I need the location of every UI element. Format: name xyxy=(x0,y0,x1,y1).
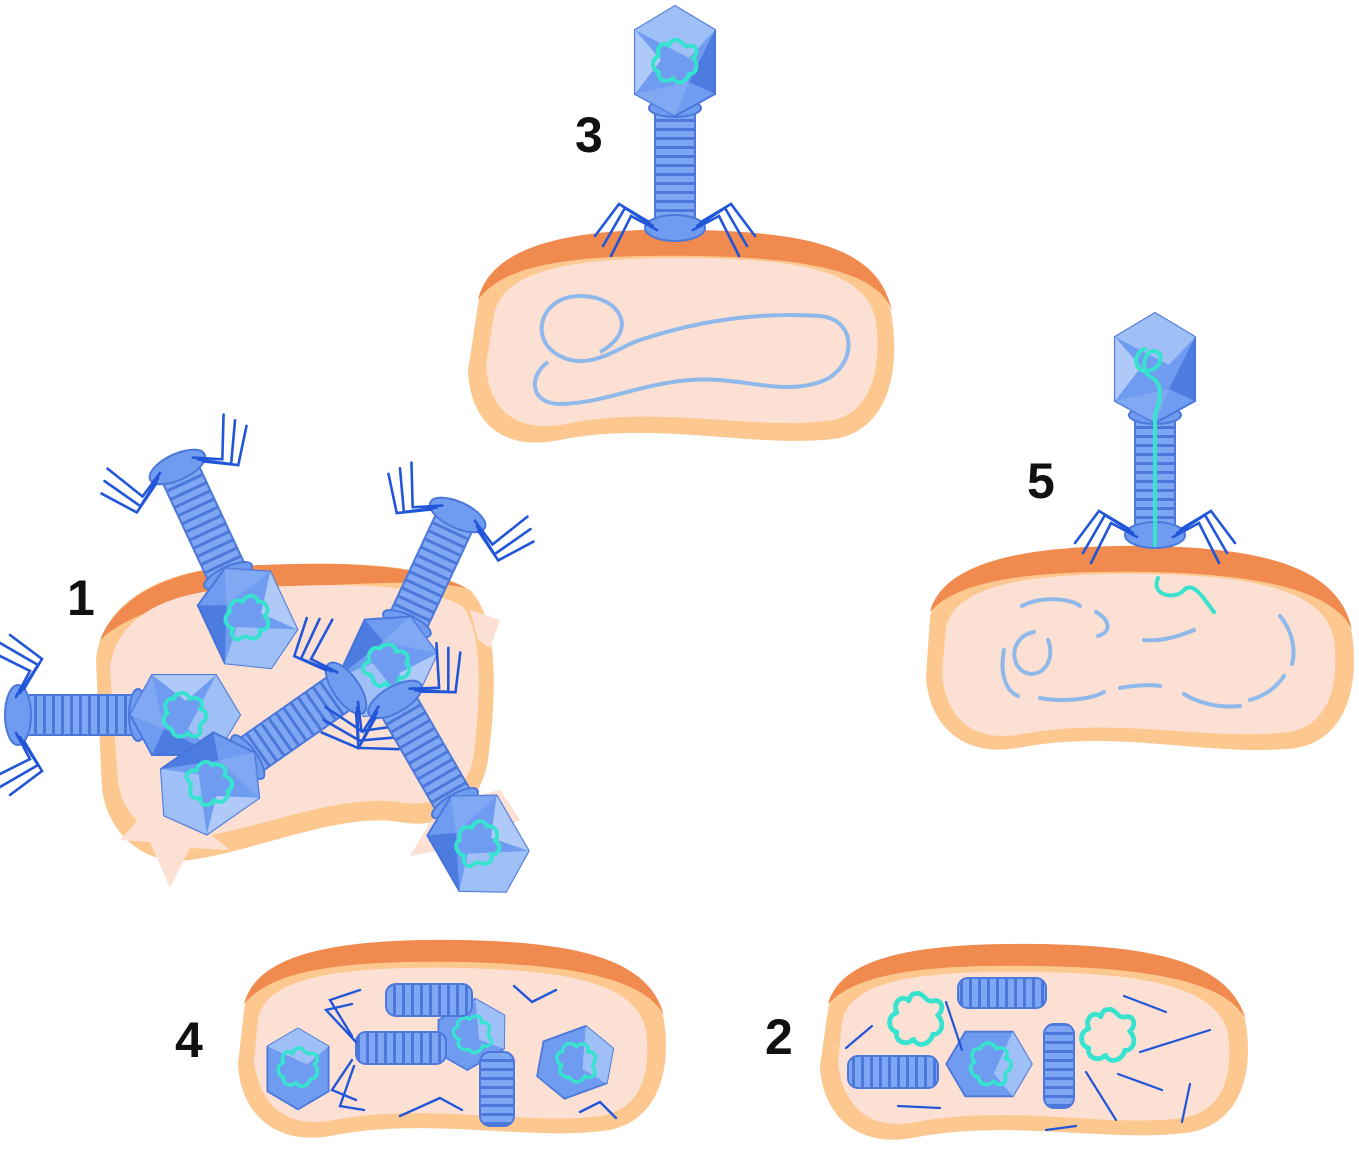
bacterium-cell-icon xyxy=(820,943,1248,1140)
phage-tail xyxy=(1043,1023,1075,1109)
host-dna-loop xyxy=(532,293,851,407)
step-2-synthesis: 2 xyxy=(765,943,1248,1140)
phage-tail xyxy=(847,1055,939,1089)
phage-head xyxy=(536,1024,615,1100)
phage-tail xyxy=(385,983,473,1017)
step-label-1: 1 xyxy=(67,570,95,626)
tail-fibers xyxy=(844,994,1212,1132)
step-label-2: 2 xyxy=(765,1009,793,1065)
step-3-attachment: 3 xyxy=(468,4,895,443)
bacteriophage-icon xyxy=(1073,311,1237,565)
fragmented-host-dna xyxy=(1000,597,1296,709)
phage-tail xyxy=(355,1031,447,1065)
step-1-lysis: 1 xyxy=(0,406,577,933)
step-4-assembly: 4 xyxy=(175,939,666,1138)
step-label-5: 5 xyxy=(1027,453,1055,509)
bacteriophage-icon xyxy=(593,4,757,258)
phage-tail xyxy=(957,977,1047,1009)
step-label-3: 3 xyxy=(575,107,603,163)
burst-fragment xyxy=(470,610,500,648)
step-5-penetration: 5 xyxy=(926,311,1354,751)
burst-fragment xyxy=(120,818,230,888)
tail-fibers xyxy=(323,984,618,1120)
injected-phage-dna xyxy=(1154,576,1216,614)
bacterium-cell-icon xyxy=(926,545,1354,751)
phage-tail xyxy=(479,1051,515,1127)
phage-head xyxy=(945,1030,1033,1098)
phage-head xyxy=(266,1027,330,1111)
bacterium-cell-icon xyxy=(468,229,895,443)
step-label-4: 4 xyxy=(175,1012,203,1068)
